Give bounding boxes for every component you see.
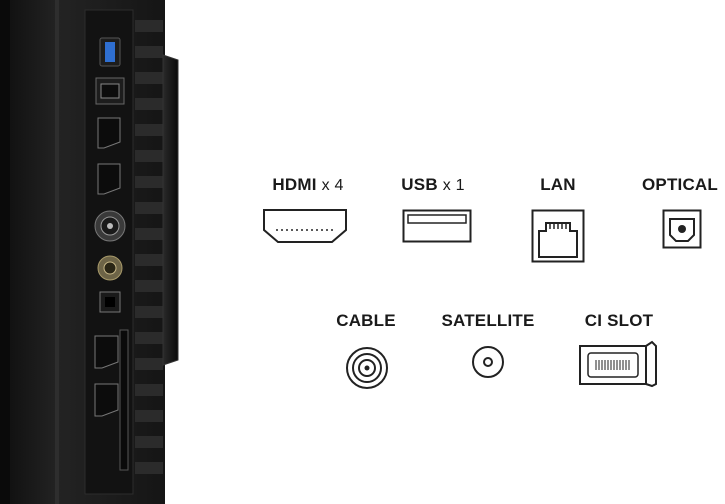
usb-count: x 1 xyxy=(442,177,465,194)
hdmi-label: HDMI x 4 xyxy=(258,175,358,195)
hdmi-name: HDMI xyxy=(272,175,317,194)
satellite-connector-icon xyxy=(472,346,504,378)
ci-card-icon xyxy=(579,340,657,388)
usb-port-icon xyxy=(402,209,472,243)
hdmi-port-icon xyxy=(263,209,347,243)
usb-label: USB x 1 xyxy=(388,175,478,195)
ci-slot-label: CI SLOT xyxy=(584,311,654,330)
tv-rear-panel xyxy=(0,0,179,504)
lan-port-icon xyxy=(531,209,585,263)
cable-label: CABLE xyxy=(336,311,396,330)
coax-cable-icon xyxy=(346,347,388,389)
hdmi-count: x 4 xyxy=(321,177,344,194)
satellite-label: SATELLITE xyxy=(441,311,535,330)
optical-port-icon xyxy=(662,209,702,249)
usb-name: USB xyxy=(401,175,438,194)
lan-label: LAN xyxy=(540,175,576,194)
optical-label: OPTICAL xyxy=(641,175,718,194)
